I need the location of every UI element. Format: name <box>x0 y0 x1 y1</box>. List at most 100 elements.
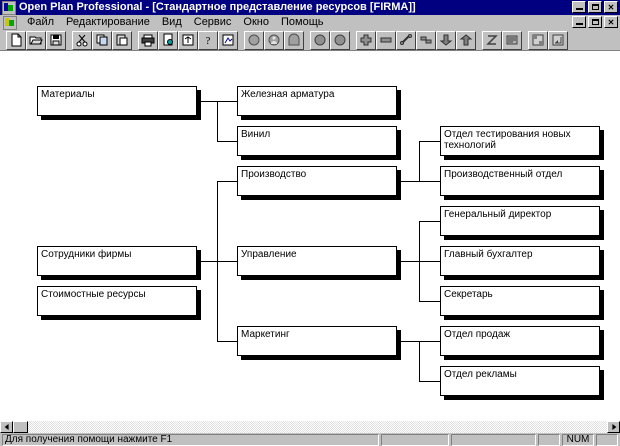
diagram-node-proizv-otdel[interactable]: Производственный отдел <box>440 166 600 196</box>
filled-circle-2-icon[interactable] <box>330 30 350 50</box>
link-icon[interactable] <box>396 30 416 50</box>
status-message: Для получения помощи нажмите F1 <box>2 433 379 446</box>
connector-branch-sekretar <box>419 301 440 302</box>
diagram-node-stoimostnye[interactable]: Стоимостные ресурсы <box>37 286 197 316</box>
add-plus-icon[interactable] <box>356 30 376 50</box>
scroll-track[interactable] <box>13 421 607 433</box>
resource-shape-icon[interactable] <box>284 30 304 50</box>
diagram-node-gl-buhgalter[interactable]: Главный бухгалтер <box>440 246 600 276</box>
node-label: Отдел рекламы <box>444 369 517 380</box>
node-label: Главный бухгалтер <box>444 249 533 260</box>
menu-edit[interactable]: Редактирование <box>66 16 150 28</box>
diagram-node-otdel-prodazh[interactable]: Отдел продаж <box>440 326 600 356</box>
close-button[interactable]: ✕ <box>604 1 618 13</box>
window-controls: ✕ <box>572 1 618 13</box>
scroll-right-icon[interactable] <box>607 421 620 433</box>
move-down-icon[interactable] <box>436 30 456 50</box>
connector-branch-otdel-prodazh <box>419 341 440 342</box>
status-panel-5 <box>596 433 618 446</box>
step-icon[interactable] <box>416 30 436 50</box>
menu-help[interactable]: Помощь <box>280 16 324 28</box>
help-question-icon[interactable]: ? <box>198 30 218 50</box>
menu-view[interactable]: Вид <box>161 16 182 28</box>
minimize-button[interactable] <box>572 1 586 13</box>
node-label: Производственный отдел <box>444 169 563 180</box>
arrange-icon[interactable] <box>548 30 568 50</box>
connector-branch-upravlenie <box>217 261 237 262</box>
mdi-child-controls: ✕ <box>572 16 618 28</box>
remove-minus-icon[interactable] <box>376 30 396 50</box>
connector-branch-zhelezo <box>217 101 237 102</box>
window-title: Open Plan Professional - [Стандартное пр… <box>19 1 416 13</box>
diagram-node-upravlenie[interactable]: Управление <box>237 246 397 276</box>
report-icon[interactable] <box>502 30 522 50</box>
print-icon[interactable] <box>138 30 158 50</box>
print-preview-icon[interactable] <box>158 30 178 50</box>
node-label: Винил <box>241 129 271 140</box>
node-label: Материалы <box>41 89 95 100</box>
cut-scissors-icon[interactable] <box>72 30 92 50</box>
toolbar: ? <box>0 30 620 51</box>
status-panel-2 <box>451 433 536 446</box>
connector-branch-otdel-test <box>419 141 440 142</box>
connector-stub-proizvodstvo <box>397 181 419 182</box>
node-label: Отдел тестирования новых технологий <box>444 129 571 151</box>
move-up-icon[interactable] <box>456 30 476 50</box>
node-label: Сотрудники фирмы <box>41 249 132 260</box>
menu-file[interactable]: Файл <box>27 16 55 28</box>
mdi-minimize-button[interactable] <box>572 16 586 28</box>
filled-circle-icon[interactable] <box>310 30 330 50</box>
diagram-node-materialy[interactable]: Материалы <box>37 86 197 116</box>
app-icon[interactable] <box>2 0 16 15</box>
connector-branch-vinil <box>217 141 237 142</box>
horizontal-scrollbar[interactable] <box>0 420 620 433</box>
resource-person-icon[interactable] <box>264 30 284 50</box>
diagram-node-gen-director[interactable]: Генеральный директор <box>440 206 600 236</box>
scroll-left-icon[interactable] <box>0 421 13 433</box>
connector-branch-marketing <box>217 341 237 342</box>
paste-icon[interactable] <box>112 30 132 50</box>
mdi-restore-button[interactable] <box>588 16 602 28</box>
scroll-thumb[interactable] <box>13 421 28 433</box>
connector-bus-proizvodstvo <box>419 141 420 181</box>
connector-stub-sotrudniki <box>197 261 217 262</box>
zigzag-icon[interactable] <box>482 30 502 50</box>
status-num-indicator: NUM <box>562 433 594 446</box>
connector-branch-proizvodstvo <box>217 181 237 182</box>
diagram-node-proizvodstvo[interactable]: Производство <box>237 166 397 196</box>
connector-branch-gen-director <box>419 221 440 222</box>
copy-icon[interactable] <box>92 30 112 50</box>
mdi-close-button[interactable]: ✕ <box>604 16 618 28</box>
menu-service[interactable]: Сервис <box>193 16 232 28</box>
restore-button[interactable] <box>588 1 602 13</box>
context-help-icon[interactable] <box>218 30 238 50</box>
node-label: Отдел продаж <box>444 329 511 340</box>
document-control-icon[interactable] <box>3 15 17 30</box>
status-panel-3 <box>538 433 560 446</box>
diagram-node-marketing[interactable]: Маркетинг <box>237 326 397 356</box>
open-folder-icon[interactable] <box>26 30 46 50</box>
connector-bus-materialy <box>217 101 218 141</box>
menu-window[interactable]: Окно <box>243 16 269 28</box>
new-file-icon[interactable] <box>6 30 26 50</box>
diagram-node-zhelezo[interactable]: Железная арматура <box>237 86 397 116</box>
svg-text:?: ? <box>206 35 211 47</box>
node-label: Управление <box>241 249 297 260</box>
title-bar: Open Plan Professional - [Стандартное пр… <box>0 0 620 15</box>
node-label: Стоимостные ресурсы <box>41 289 146 300</box>
save-disk-icon[interactable] <box>46 30 66 50</box>
diagram-node-vinil[interactable]: Винил <box>237 126 397 156</box>
sort-icon[interactable] <box>178 30 198 50</box>
diagram-node-sekretar[interactable]: Секретарь <box>440 286 600 316</box>
diagram-node-otdel-test[interactable]: Отдел тестирования новых технологий <box>440 126 600 156</box>
diagram-node-sotrudniki[interactable]: Сотрудники фирмы <box>37 246 197 276</box>
connector-stub-marketing <box>397 341 419 342</box>
resource-circle-icon[interactable] <box>244 30 264 50</box>
connector-branch-proizv-otdel <box>419 181 440 182</box>
diagram-node-otdel-reklamy[interactable]: Отдел рекламы <box>440 366 600 396</box>
layout-icon[interactable] <box>528 30 548 50</box>
node-label: Генеральный директор <box>444 209 552 220</box>
